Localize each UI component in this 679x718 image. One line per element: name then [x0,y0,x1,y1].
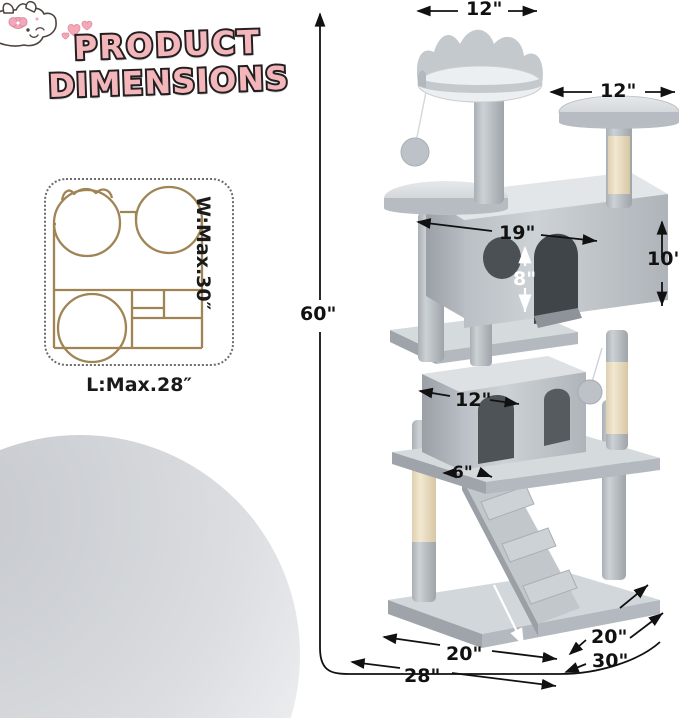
hearts-icon [58,18,104,44]
dim-top-perch-width: 12" [466,0,503,20]
dim-lower-door-width: 6" [452,463,473,483]
dim-lower-condo-width: 12" [455,389,492,411]
dim-condo-width: 19" [499,222,536,244]
dim-overall-depth: 30" [592,650,629,672]
page-title: PRODUCT DIMENSIONS [37,21,299,107]
footprint-schematic [44,178,234,366]
schematic-length-label: L:Max.28″ [86,374,192,396]
title-line-2: DIMENSIONS [46,56,292,106]
footprint-boundary [44,178,234,366]
schematic-width-label: W:Max.30″ [192,196,214,311]
dim-base-width: 20" [446,643,483,665]
cat-mascot-icon [0,0,106,62]
background-blob [0,435,300,718]
cat-tree-illustration [330,0,679,690]
dim-base-depth: 20" [591,626,628,648]
dim-condo-door-height: 8" [513,268,537,290]
dim-condo-height: 10" [647,248,679,270]
dim-ramp-length: 16" [445,563,482,585]
dim-total-height: 60" [300,303,337,325]
dim-side-perch-width: 12" [600,80,637,102]
dim-overall-width: 28" [404,665,441,687]
footprint-shapes-icon [52,185,204,364]
